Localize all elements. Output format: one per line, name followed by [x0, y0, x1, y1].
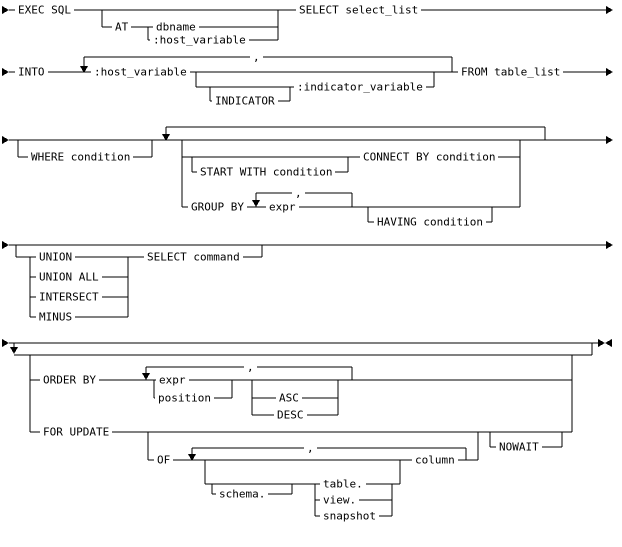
flow-end-arrow-left-icon [605, 339, 612, 347]
flow-end-arrow-icon [606, 136, 613, 144]
operand-order-position: position [155, 391, 214, 405]
separator-comma-group-by: , [292, 186, 305, 200]
operand-host-variable-1: :host_variable [150, 33, 249, 47]
operand-indicator-variable: :indicator_variable [294, 80, 426, 94]
clause-connect-by-condition: CONNECT BY condition [360, 150, 499, 164]
flow-end-arrow-icon [606, 68, 613, 76]
loop-entry-arrow-icon [10, 347, 18, 354]
flow-end-arrow-icon [606, 6, 613, 14]
keyword-from-table-list: FROM table_list [458, 65, 564, 79]
operand-select-command: SELECT command [144, 250, 243, 264]
keyword-minus: MINUS [36, 310, 76, 324]
operand-host-variable-2: :host_variable [91, 65, 190, 79]
keyword-group-by: GROUP BY [188, 200, 247, 214]
keyword-desc: DESC [274, 408, 307, 422]
keyword-nowait: NOWAIT [496, 440, 542, 454]
keyword-into: INTO [15, 65, 48, 79]
keyword-exec-sql: EXEC SQL [15, 3, 74, 17]
operand-group-by-expr: expr [266, 200, 299, 214]
loop-entry-arrow-icon [80, 66, 88, 73]
loop-entry-arrow-icon [252, 200, 260, 207]
operand-order-expr: expr [156, 373, 189, 387]
flow-start-arrow-icon [2, 6, 9, 14]
keyword-indicator: INDICATOR [212, 94, 278, 108]
keyword-union: UNION [36, 250, 76, 264]
loop-entry-arrow-icon [188, 454, 196, 461]
keyword-asc: ASC [276, 391, 302, 405]
keyword-of: OF [154, 453, 174, 467]
keyword-for-update: FOR UPDATE [40, 425, 113, 439]
flow-end-arrow-icon [606, 241, 613, 249]
operand-column: column [412, 453, 458, 467]
operand-dbname: dbname [153, 20, 199, 34]
flow-start-arrow-icon [2, 136, 9, 144]
row-2-rails [2, 56, 613, 102]
loop-entry-arrow-icon [142, 373, 150, 380]
keyword-union-all: UNION ALL [36, 270, 102, 284]
keyword-select-select-list: SELECT select_list [296, 3, 422, 17]
separator-comma-order-by: , [244, 360, 257, 374]
keyword-order-by: ORDER BY [40, 373, 99, 387]
separator-comma-into-list: , [250, 50, 263, 64]
operand-view: view. [320, 493, 360, 507]
keyword-intersect: INTERSECT [36, 290, 102, 304]
clause-start-with-condition: START WITH condition [197, 165, 336, 179]
loop-entry-arrow-icon [162, 134, 170, 141]
operand-table: table. [320, 477, 366, 491]
operand-schema: schema. [216, 487, 269, 501]
flow-start-arrow-icon [2, 339, 9, 347]
keyword-at: AT [112, 20, 132, 34]
operand-snapshot: snapshot [320, 509, 379, 523]
flow-end-arrow-right-icon [598, 339, 605, 347]
clause-where-condition: WHERE condition [28, 150, 134, 164]
flow-start-arrow-icon [2, 241, 9, 249]
flow-start-arrow-icon [2, 68, 9, 76]
separator-comma-of-list: , [304, 441, 317, 455]
clause-having-condition: HAVING condition [374, 215, 486, 229]
